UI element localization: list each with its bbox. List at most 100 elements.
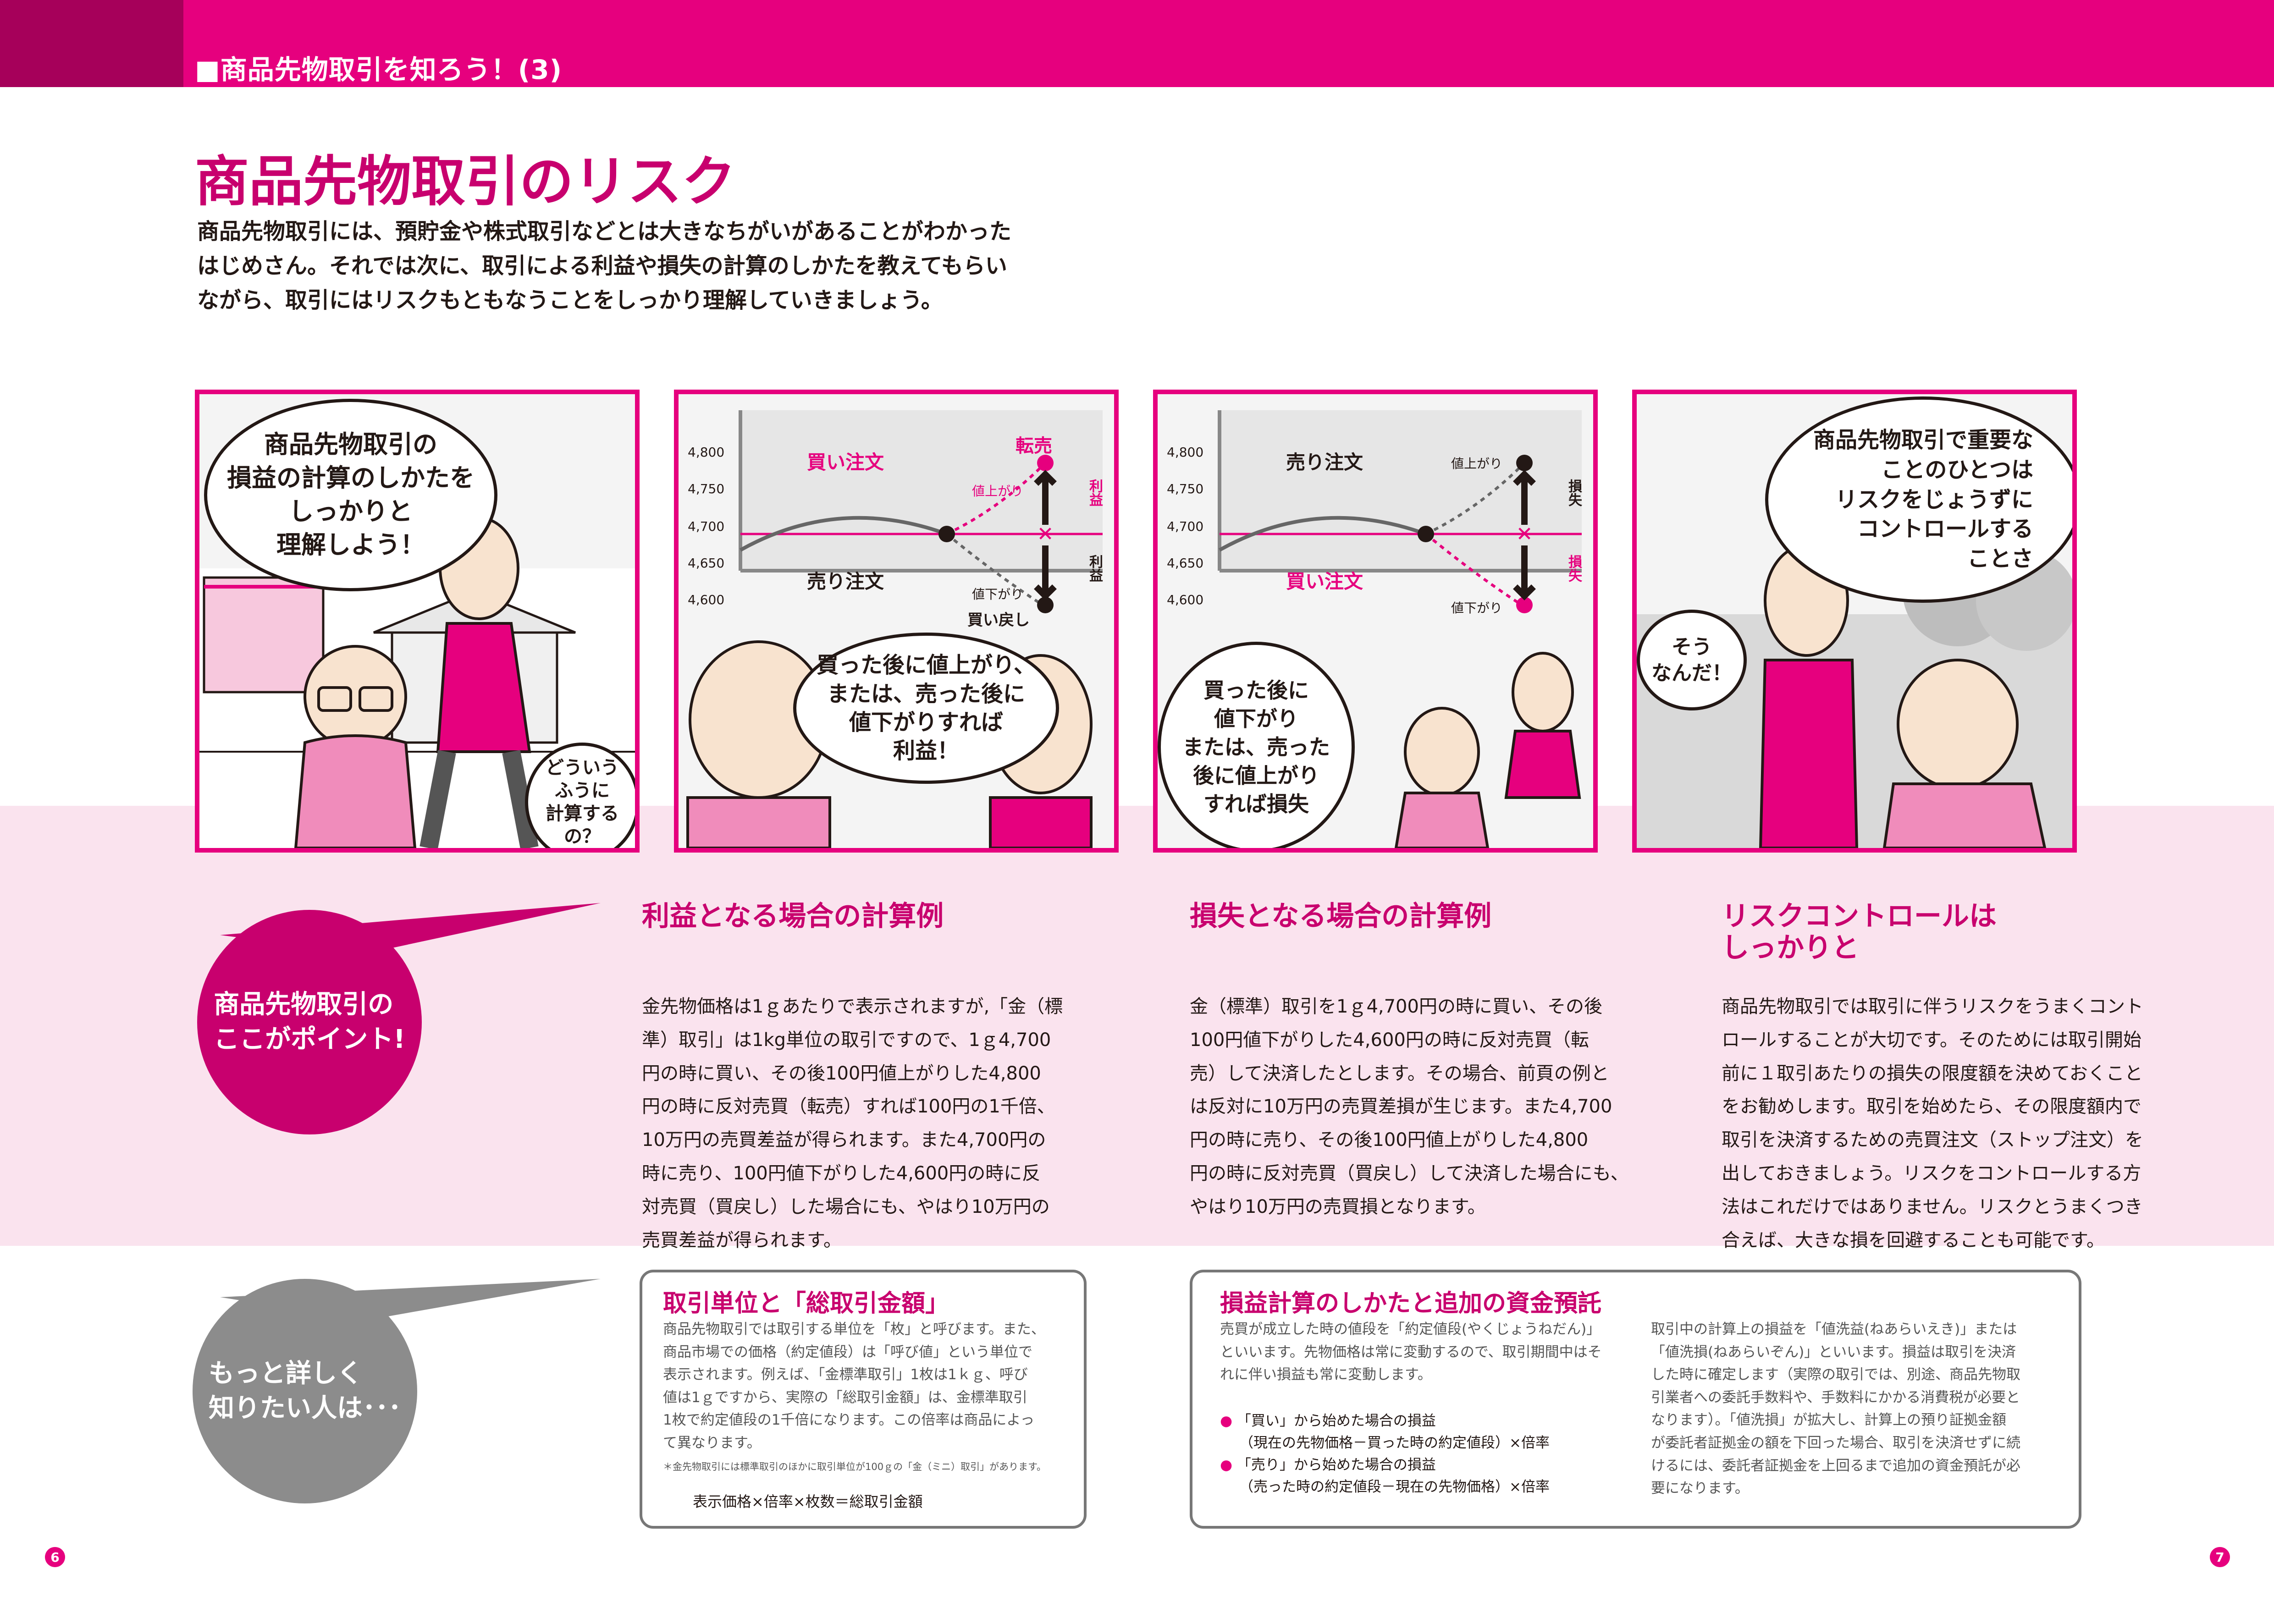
bubble-line: ことのひとつは (1881, 457, 2033, 483)
buy-order-label: 買い注文 (807, 451, 884, 473)
body-line: 円の時に反対売買（転売）すれば100円の1千倍、 (642, 1096, 1055, 1118)
formula-title: 「売り」から始めた場合の損益 (1236, 1457, 1436, 1474)
intro-line: 商品先物取引には、預貯金や株式取引などとは大きなちがいがあることがわかった (197, 219, 1012, 244)
body-line: 売）して決済したとします。その場合、前頁の例と (1190, 1062, 1609, 1084)
body-line: 10万円の売買差益が得られます。また4,700円の (642, 1129, 1046, 1151)
body-line: が委託者証拠金の額を下回った場合、取引を決済せずに続 (1651, 1434, 2020, 1451)
speech-bubble-small: どういう ふうに 計算する の？ (525, 743, 635, 848)
speech-bubble-main: 買った後に値上がり、 または、売った後に 値下がりすれば 利益！ (793, 633, 1059, 784)
body-line: 売買が成立した時の値段を「約定値段(やくじょうねだん)」 (1220, 1321, 1601, 1338)
section-label: ■商品先物取引を知ろう！(3) (195, 54, 563, 85)
bubble-line: 計算する (546, 803, 619, 824)
body-line: 取引中の計算上の損益を「値洗益(ねあらいえき)」または (1651, 1321, 2017, 1338)
more-callout-line: もっと詳しく (209, 1359, 363, 1389)
body-line: といいます。先物価格は常に変動するので、取引期間中はそ (1220, 1343, 1602, 1360)
bubble-line: 利益！ (893, 738, 959, 764)
body-line: 時に売り、100円値下がりした4,600円の時に反 (642, 1162, 1041, 1184)
resell-label: 転売 (1016, 435, 1052, 457)
page-number-right: 7 (2210, 1547, 2230, 1567)
body-line: 1枚で約定値段の1千倍になります。この倍率は商品によっ (663, 1412, 1035, 1429)
loss-label-bottom: 損失 (1566, 555, 1582, 582)
body-line: れに伴い損益も常に変動します。 (1220, 1366, 1432, 1383)
body-line: 商品先物取引では取引に伴うリスクをうまくコント (1722, 996, 2143, 1017)
bubble-line: の？ (564, 826, 601, 847)
speech-bubble-main: 商品先物取引の 損益の計算のしかたを しっかりと 理解しよう！ (204, 399, 497, 591)
body-line: 値は1ｇですから、実際の「総取引金額」は、金標準取引 (663, 1389, 1027, 1406)
bubble-line: すれば損失 (1203, 792, 1309, 817)
bubble-line: なんだ！ (1651, 661, 1732, 685)
comic-panel-4: 商品先物取引で重要な ことのひとつは リスクをじょうずに コントロールする こと… (1632, 390, 2077, 853)
buy-order-label: 買い注文 (1286, 570, 1363, 593)
risk-control-heading: リスクコントロールは しっかりと (1722, 901, 1997, 964)
body-line: した時に確定します（実際の取引では、別途、商品先物取 (1651, 1366, 2020, 1383)
body-line: 金先物価格は1ｇあたりで表示されますが,「金（標 (642, 996, 1063, 1017)
sell-order-label: 売り注文 (1286, 451, 1363, 473)
more-callout: もっと詳しく 知りたい人は･･･ (193, 1279, 417, 1503)
speech-bubble-small: そう なんだ！ (1637, 610, 1747, 710)
body-line: 商品市場での価格（約定値段）は「呼び値」という単位で (663, 1343, 1032, 1360)
pnl-formula-list: ● 「買い」から始めた場合の損益 （現在の先物価格－買った時の約定値段）×倍率 … (1220, 1410, 1550, 1498)
body-line: 商品先物取引では取引する単位を「枚」と呼びます。また、 (663, 1321, 1045, 1338)
bubble-line: 値下がり (1214, 706, 1298, 731)
fall-label: 値下がり (1451, 600, 1503, 616)
bubble-line: 値下がりすれば (849, 710, 1003, 735)
body-line: やはり10万円の売買損となります。 (1190, 1196, 1486, 1217)
body-line: 金（標準）取引を1ｇ4,700円の時に買い、その後 (1190, 996, 1602, 1017)
bubble-line: コントロールする (1857, 516, 2033, 542)
axis-tick: 4,600 (1167, 592, 1204, 607)
pnl-formula-item: ● 「売り」から始めた場合の損益 (1220, 1454, 1550, 1476)
axis-tick: 4,700 (688, 519, 725, 534)
intro-line: ながら、取引にはリスクもともなうことをしっかり理解していきましょう。 (197, 287, 943, 313)
axis-tick: 4,800 (688, 445, 725, 460)
pnl-calc-right-text: 取引中の計算上の損益を「値洗益(ねあらいえき)」または 「値洗損(ねあらいぞん)… (1651, 1318, 2073, 1500)
bubble-line: リスクをじょうずに (1835, 486, 2033, 512)
bubble-line: 損益の計算のしかたを (227, 463, 475, 493)
bubble-line: 買った後に (1203, 677, 1309, 703)
body-line: 要になります。 (1651, 1480, 1749, 1497)
speech-bubble-main: 商品先物取引で重要な ことのひとつは リスクをじょうずに コントロールする こと… (1765, 396, 2072, 603)
body-line: て異なります。 (663, 1434, 761, 1451)
point-callout-line: 商品先物取引の (214, 990, 394, 1020)
header-band-accent (0, 0, 183, 87)
formula-expression: （現在の先物価格－買った時の約定値段）×倍率 (1239, 1435, 1550, 1452)
trade-unit-box: 取引単位と「総取引金額」 商品先物取引では取引する単位を「枚」と呼びます。また、… (640, 1270, 1087, 1529)
body-line: 準）取引」は1kg単位の取引ですので、1ｇ4,700 (642, 1029, 1051, 1051)
profit-label-bottom: 利益 (1087, 555, 1103, 582)
body-line: 引業者への委託手数料や、手数料にかかる消費税が必要と (1651, 1389, 2020, 1406)
axis-tick: 4,750 (1167, 481, 1204, 496)
intro-line: はじめさん。それでは次に、取引による利益や損失の計算のしかたを教えてもらい (197, 253, 1007, 279)
body-line: 取引を決済するための売買注文（ストップ注文）を (1722, 1129, 2143, 1151)
bubble-line: ふうに (555, 780, 610, 801)
buyback-label: 買い戻し (967, 611, 1030, 629)
formula-title: 「買い」から始めた場合の損益 (1236, 1413, 1436, 1429)
axis-tick: 4,700 (1167, 519, 1204, 534)
heading-line: リスクコントロールは (1722, 900, 1997, 932)
speech-bubble-main: 買った後に 値下がり または、売った 後に値上がり すれば損失 (1158, 642, 1355, 848)
body-line: なります）。「値洗損」が拡大し、計算上の預り証拠金額 (1651, 1412, 2006, 1429)
body-line: をお勧めします。取引を始めたら、その限度額内で (1722, 1096, 2142, 1118)
bubble-line: または、売った後に (827, 681, 1025, 707)
formula-expression: （売った時の約定値段－現在の先物価格）×倍率 (1239, 1479, 1550, 1496)
rise-label: 値上がり (1451, 456, 1503, 471)
axis-tick: 4,600 (688, 592, 725, 607)
body-line: 合えば、大きな損を回避することも可能です。 (1722, 1229, 2105, 1251)
body-line: 表示されます。例えば、「金標準取引」1枚は1ｋｇ、呼び (663, 1366, 1028, 1383)
loss-example-heading: 損失となる場合の計算例 (1190, 900, 1492, 932)
risk-control-body: 商品先物取引では取引に伴うリスクをうまくコント ロールすることが大切です。そのた… (1722, 990, 2208, 1257)
profit-label-top: 利益 (1087, 479, 1103, 506)
heading-line: しっかりと (1722, 932, 1859, 964)
bubble-line: または、売った (1182, 734, 1330, 760)
svg-text:✕: ✕ (1516, 523, 1533, 546)
bullet-icon: ● (1220, 1413, 1237, 1429)
body-line: 対売買（買戻し）した場合にも、やはり10万円の (642, 1196, 1050, 1217)
header-band (0, 0, 2274, 87)
body-line: 法はこれだけではありません。リスクとうまくつき (1722, 1196, 2143, 1217)
more-callout-line: 知りたい人は･･･ (209, 1393, 401, 1423)
axis-tick: 4,650 (1167, 556, 1204, 571)
comic-panel-3: ✕ 4,800 4,750 4,700 4,650 4,600 売り注文 買い注… (1153, 390, 1598, 853)
bubble-line: 買った後に値上がり、 (816, 652, 1036, 678)
axis-tick: 4,800 (1167, 445, 1204, 460)
rise-label: 値上がり (972, 484, 1024, 499)
pnl-calc-box: 損益計算のしかたと追加の資金預託 売買が成立した時の値段を「約定値段(やくじょう… (1190, 1270, 2081, 1529)
trade-unit-note: ＊金先物取引には標準取引のほかに取引単位が100ｇの「金（ミニ）取引」があります… (663, 1461, 1046, 1472)
